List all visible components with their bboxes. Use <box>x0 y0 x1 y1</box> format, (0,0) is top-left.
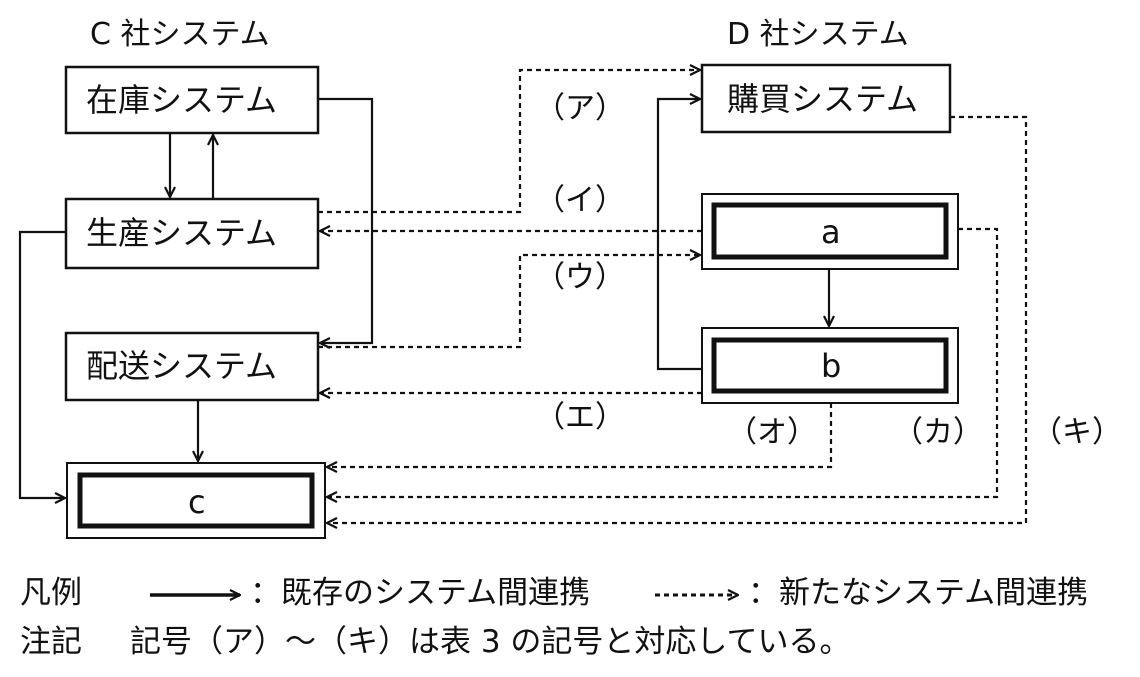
mark-e: （エ） <box>535 400 625 435</box>
note-text: 記号（ア）～（キ）は表 3 の記号と対応している。 <box>130 624 851 660</box>
box-b-label: b <box>821 347 842 385</box>
mark-u: （ウ） <box>535 260 625 295</box>
box-c <box>66 462 326 539</box>
purchasing-system-box <box>700 63 952 134</box>
link-b-to-purchasing <box>656 99 702 371</box>
link-a-production-to-purchasing <box>318 70 700 214</box>
mark-a: （ア） <box>535 91 625 126</box>
inventory-system-label: 在庫システム <box>86 81 278 119</box>
mark-i: （イ） <box>535 183 625 218</box>
company-c-heading: C 社システム <box>90 17 270 52</box>
production-system-label: 生産システム <box>86 214 278 252</box>
link-o-b-to-c <box>327 403 833 467</box>
company-d-heading: D 社システム <box>727 17 909 52</box>
production-system-box <box>64 197 320 270</box>
link-ka-a-to-c <box>327 227 999 497</box>
box-c-label: c <box>188 483 206 521</box>
inventory-system-box <box>64 65 320 135</box>
box-b <box>701 327 959 404</box>
link-u-delivery-to-a <box>318 255 700 349</box>
delivery-system-box <box>64 331 320 402</box>
legend-new-text: ：新たなシステム間連携 <box>748 575 1089 611</box>
mark-o: （オ） <box>727 415 817 450</box>
note-title: 注記 <box>20 624 82 660</box>
legend-title: 凡例 <box>20 575 82 611</box>
delivery-system-label: 配送システム <box>86 347 278 385</box>
mark-ka: （カ） <box>893 415 983 450</box>
link-production-to-c <box>18 230 66 498</box>
link-ki-purchasing-to-c <box>327 115 1028 523</box>
link-inventory-to-delivery <box>318 97 374 343</box>
legend-existing-text: ：既存のシステム間連携 <box>250 575 591 611</box>
mark-ki: （キ） <box>1032 415 1122 450</box>
box-a-label: a <box>821 213 841 251</box>
purchasing-system-label: 購買システム <box>727 80 919 118</box>
